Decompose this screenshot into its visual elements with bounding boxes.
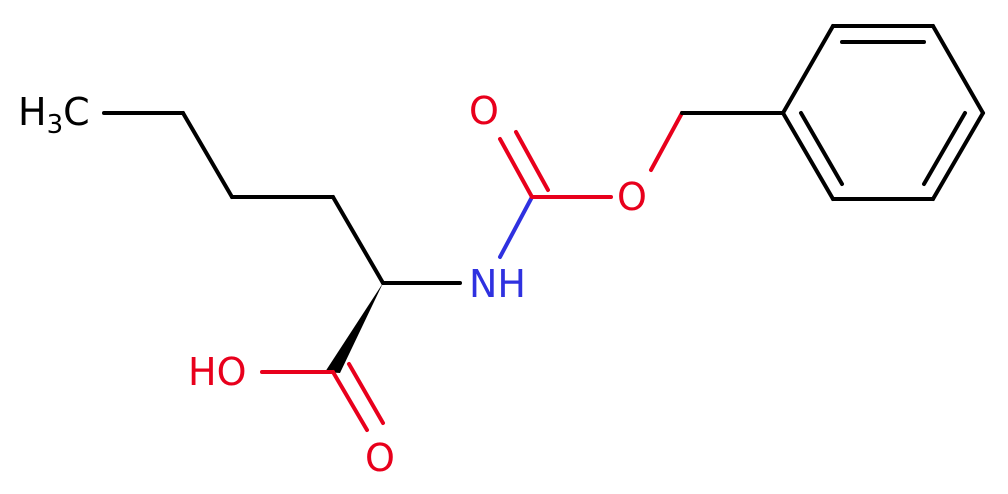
ring-bond-6 [781,111,835,201]
methyl-label: H3C [18,90,90,140]
acid-carbonyl-oxygen-label: O [365,436,395,480]
hydroxyl-label: HO [188,350,246,394]
ring-bond-4 [931,111,985,201]
bond-c2-c3 [181,111,234,199]
bond-carbamate-c-o-2 [514,130,550,192]
ring-bond-3 [931,24,985,115]
bond-ester-o-ch2 [649,111,684,172]
bond-carbamate-c-o-1 [498,137,534,199]
ring-bond-1 [781,24,835,115]
bond-n-carbamate-c [498,195,534,259]
ring-double-2 [922,111,967,186]
amine-label: NH [469,262,526,306]
carbamate-carbonyl-oxygen-label: O [469,89,499,133]
ester-oxygen-label: O [617,175,647,219]
ring-double-3 [799,111,844,186]
bond-c4-calpha [331,195,385,285]
wedge-bond [325,283,383,373]
bond-acid-c-o-2 [347,362,385,425]
bond-acid-c-o-1 [331,370,369,432]
